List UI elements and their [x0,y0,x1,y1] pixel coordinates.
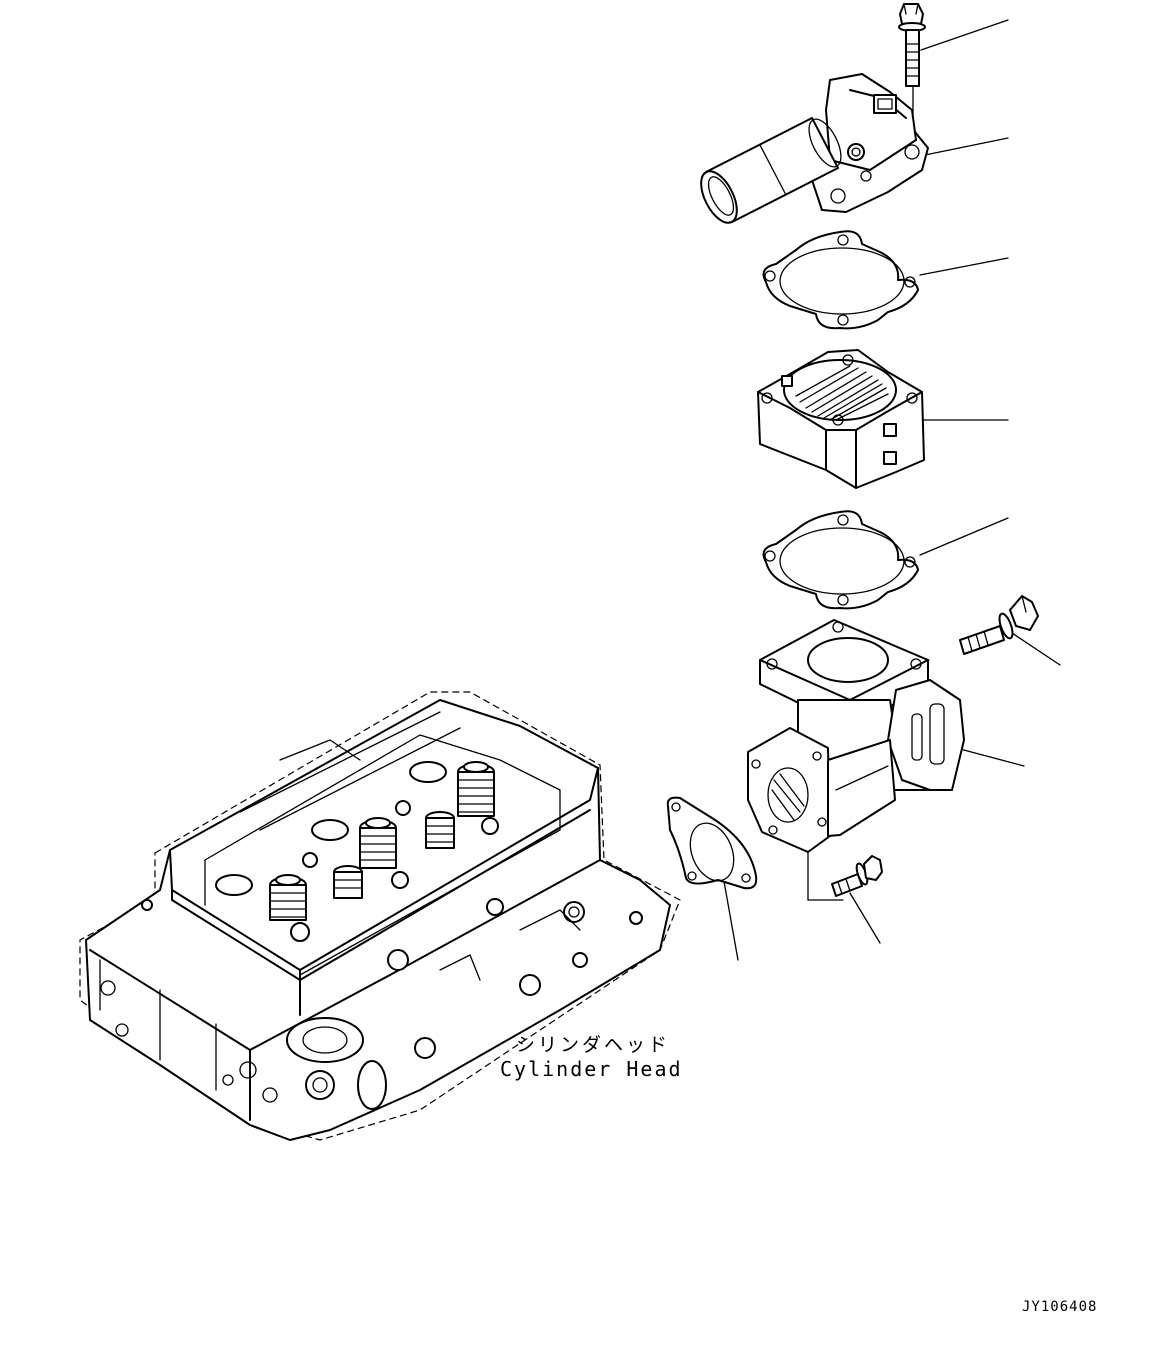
upper-gasket [762,230,919,330]
flange-bolt-top [898,3,926,87]
flange-gasket [666,796,758,890]
drawing-code: JY106408 [1022,1299,1098,1315]
intake-connector-body [747,619,965,853]
thermostat-housing [757,349,925,489]
water-outlet-connection [700,73,929,224]
cylinder-head-label-japanese: シリンダヘッド [516,1034,671,1056]
short-bolt [831,855,883,897]
cylinder-head-label-english: Cylinder Head [500,1057,683,1081]
long-bolt [959,595,1039,655]
lower-gasket [762,510,919,610]
cylinder-head-reference [79,691,681,1141]
